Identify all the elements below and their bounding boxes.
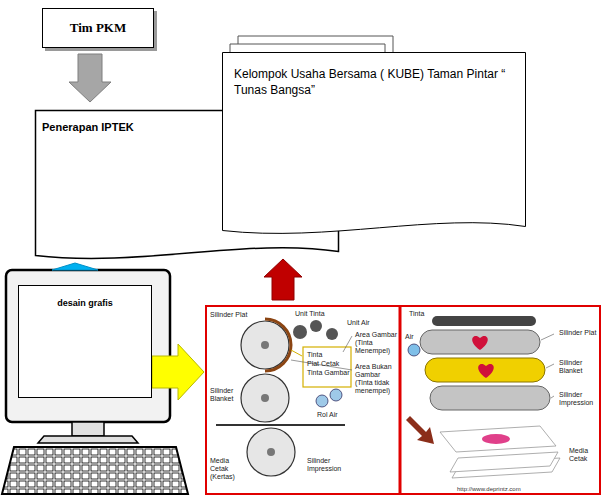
part-label: Tinta — [409, 310, 424, 318]
offset-press-left — [216, 319, 352, 476]
offset-press-left — [241, 321, 289, 369]
offset-press-right — [551, 396, 554, 398]
offset-press-left — [303, 347, 351, 387]
part-label: Tinta — [307, 351, 322, 359]
offset-press-left — [241, 374, 289, 422]
part-label: Silinder Impression — [559, 391, 599, 407]
offset-press-left — [316, 395, 328, 407]
part-label: Silinder Impression — [307, 457, 357, 473]
panel-divider — [399, 305, 402, 495]
offset-press-right — [406, 416, 434, 444]
part-label: Silinder Blanket — [210, 387, 238, 403]
offset-press-left — [261, 341, 269, 349]
part-label: Silinder Blanket — [559, 359, 599, 375]
part-label: http://www.deprintz.com — [457, 485, 521, 493]
part-label: Area Gambar (Tinta Menempel) — [355, 331, 399, 355]
part-label: Tinta Gambar — [307, 369, 351, 377]
offset-press-right — [541, 334, 554, 340]
part-label: Area Bukan Gambar (Tinta tidak menempel) — [355, 363, 399, 395]
team-box: Tim PKM — [42, 8, 154, 48]
offset-press-right — [450, 452, 558, 472]
offset-press-right — [472, 336, 488, 350]
printing-panel: Unit TintaSilinder PlatUnit AirArea Gamb… — [205, 305, 601, 495]
offset-press-left — [291, 360, 352, 370]
offset-press-left — [330, 389, 342, 401]
offset-press-right — [440, 426, 556, 452]
part-label: Silinder Plat — [210, 311, 247, 319]
stacked-document: Kelompok Usaha Bersama ( KUBE) Taman Pin… — [222, 52, 526, 237]
computer-symbol — [2, 447, 188, 494]
screen-label: desain grafis — [25, 298, 145, 308]
part-label: Unit Air — [347, 319, 370, 327]
part-label: Unit Tinta — [295, 310, 325, 318]
offset-press-left — [247, 428, 295, 476]
offset-press-left — [291, 350, 302, 356]
part-label: Plat Cetak — [307, 360, 339, 368]
offset-press-right — [430, 386, 550, 410]
part-label: Rol Air — [317, 411, 338, 419]
computer-symbol — [38, 436, 138, 443]
offset-press-right — [432, 316, 536, 326]
offset-press-left — [310, 320, 322, 332]
offset-press-right — [478, 364, 494, 378]
monitor-screen: desain grafis — [18, 285, 152, 398]
stacked-document-outline — [223, 53, 526, 234]
part-label: Media Cetak (Kertas) — [210, 457, 242, 481]
computer-symbol — [72, 422, 104, 436]
computer-symbol — [6, 270, 170, 422]
offset-press-left — [261, 394, 269, 402]
offset-press-right — [546, 364, 554, 368]
block-arrow — [52, 263, 98, 270]
offset-press-left — [343, 336, 352, 352]
offset-press-left — [267, 448, 275, 456]
block-arrow — [152, 344, 204, 400]
box-label: Tim PKM — [70, 20, 126, 36]
box-label: Kelompok Usaha Bersama ( KUBE) Taman Pin… — [234, 66, 514, 98]
block-arrow — [264, 259, 302, 300]
offset-press-right — [425, 358, 545, 382]
offset-press-left — [293, 325, 307, 339]
part-label: Silinder Plat — [559, 329, 599, 337]
offset-press-right — [406, 316, 560, 478]
block-arrow — [69, 54, 111, 102]
offset-press-left — [216, 424, 345, 426]
part-label: Air — [405, 333, 414, 341]
offset-press-right — [420, 330, 540, 354]
offset-press-left — [265, 319, 291, 371]
offset-press-right — [482, 434, 510, 444]
offset-press-right — [408, 344, 420, 356]
part-label: Media Cetak — [569, 447, 601, 463]
offset-press-left — [326, 328, 338, 340]
